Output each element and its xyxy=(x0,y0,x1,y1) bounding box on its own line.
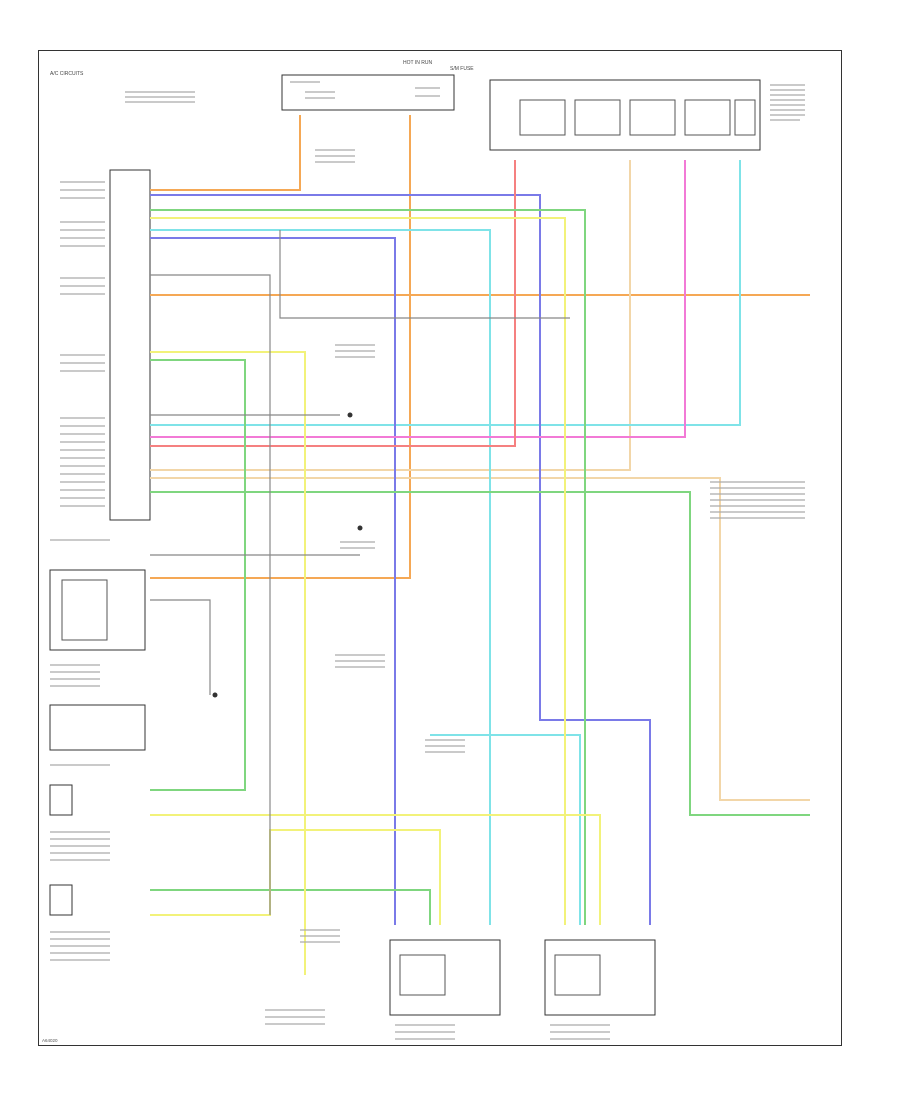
blower-control-module xyxy=(49,569,146,651)
right-actuator-motor xyxy=(554,954,601,996)
ground-point-3 xyxy=(357,525,363,531)
sensor-labels xyxy=(50,831,110,961)
fuse-block-text xyxy=(290,81,440,99)
left-actuator-motor xyxy=(399,954,446,996)
splice-notes xyxy=(300,149,805,943)
wire-tan-a xyxy=(150,160,810,801)
actuator-block xyxy=(489,79,761,151)
diagram-code: A64020 xyxy=(42,1038,58,1043)
wire-orange-main xyxy=(150,115,810,579)
hot-in-run-label: HOT IN RUN xyxy=(403,60,432,66)
wire-pink xyxy=(150,160,686,438)
wire-yellow xyxy=(150,217,601,975)
fuse-block xyxy=(281,74,455,111)
actuator-block-inner xyxy=(519,99,756,136)
upper-sensor xyxy=(49,784,73,816)
wire-lt-blue xyxy=(150,160,741,925)
wire-gray xyxy=(150,230,570,915)
header-label: A/C CIRCUITS xyxy=(50,71,84,77)
blower-module-label xyxy=(50,539,110,687)
wire-dk-blue xyxy=(150,194,651,925)
ground-point-2 xyxy=(212,692,218,698)
diagram-frame xyxy=(38,50,842,1046)
wire-lt-green xyxy=(150,209,810,925)
lower-sensor xyxy=(49,884,73,916)
actuator-side-text xyxy=(770,84,805,121)
blower-control-inner xyxy=(61,579,108,641)
hvac-controller xyxy=(109,169,151,521)
wire-red xyxy=(150,160,516,447)
left-actuator xyxy=(389,939,501,1016)
blower-motor-box xyxy=(49,704,146,751)
fuse-label: S/M FUSE xyxy=(450,66,474,72)
ground-points xyxy=(212,412,363,698)
controller-pin-labels xyxy=(60,181,105,507)
ground-point-1 xyxy=(347,412,353,418)
controller-title-block xyxy=(125,91,195,103)
actuator-labels xyxy=(265,1009,610,1040)
right-actuator xyxy=(544,939,656,1016)
